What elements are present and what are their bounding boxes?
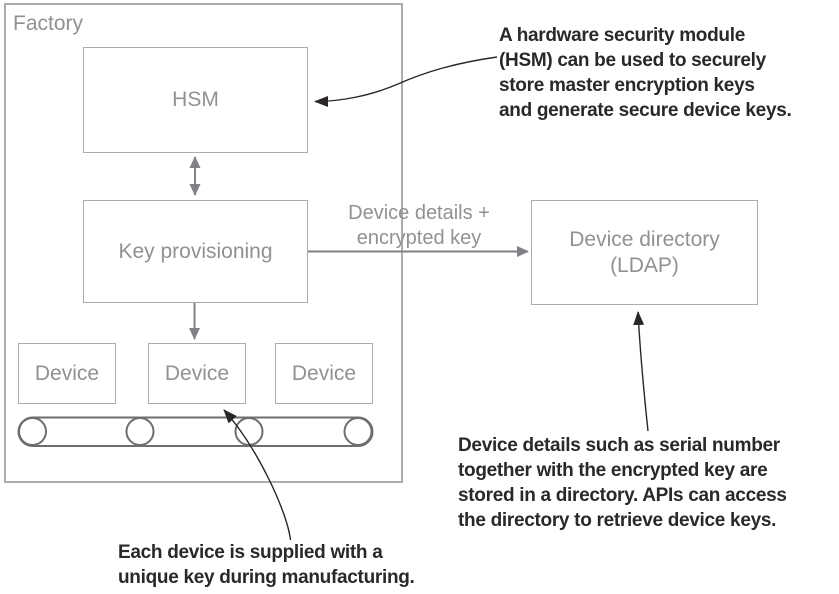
device-directory-label: Device directory (LDAP) (569, 227, 720, 279)
factory-container (4, 3, 403, 483)
annotation-line: Each device is supplied with a (118, 542, 383, 563)
annotation-hsm-note: A hardware security module (HSM) can be … (499, 23, 792, 123)
device-label: Device (291, 361, 357, 385)
annotation-line: the directory to retrieve device keys. (458, 510, 777, 531)
hsm-box: HSM (83, 47, 308, 153)
annotation-line: A hardware security module (499, 25, 745, 46)
flow-label-line2: encrypted key (356, 227, 482, 249)
annotation-arrow-directory (633, 311, 649, 432)
annotation-device-note: Each device is supplied with a unique ke… (118, 540, 415, 590)
device-box: Device (148, 343, 246, 404)
annotation-line: (HSM) can be used to securely (499, 50, 766, 71)
key-provisioning-box: Key provisioning (83, 200, 308, 303)
device-box: Device (18, 343, 116, 404)
annotation-line: unique key during manufacturing. (118, 567, 415, 588)
annotation-line: together with the encrypted key are (458, 460, 768, 481)
annotation-line: and generate secure device keys. (499, 100, 792, 121)
device-label: Device (164, 361, 230, 385)
device-label: Device (34, 361, 100, 385)
device-directory-box: Device directory (LDAP) (531, 200, 758, 305)
annotation-line: Device details such as serial number (458, 435, 780, 456)
annotation-line: stored in a directory. APIs can access (458, 485, 787, 506)
device-directory-line2: (LDAP) (610, 253, 679, 277)
factory-label: Factory (13, 12, 84, 35)
flow-label-line1: Device details + (348, 202, 490, 224)
annotation-line: store master encryption keys (499, 75, 755, 96)
flow-label: Device details + encrypted key (338, 201, 500, 251)
annotation-directory-note: Device details such as serial number tog… (458, 433, 787, 533)
hsm-label: HSM (172, 88, 219, 111)
device-box: Device (275, 343, 373, 404)
device-directory-line1: Device directory (569, 227, 720, 251)
key-provisioning-label: Key provisioning (118, 239, 273, 263)
